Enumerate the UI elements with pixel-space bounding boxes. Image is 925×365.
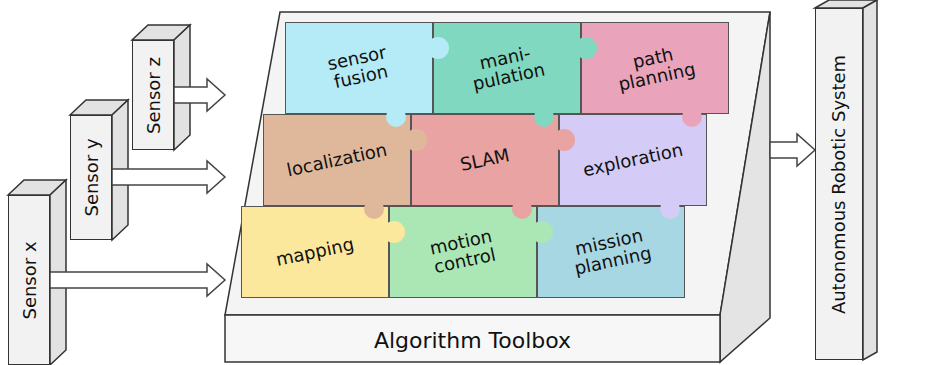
box-label: Sensor x: [19, 241, 40, 319]
algorithm-label: localization: [280, 139, 393, 181]
box-label: Algorithm Toolbox: [374, 328, 571, 353]
block-arrow: [50, 264, 225, 296]
puzzle-knob: [553, 129, 575, 151]
puzzle-piece: mission planning: [537, 206, 685, 298]
block-arrow: [770, 134, 815, 166]
puzzle-knob: [682, 107, 702, 127]
puzzle-knob: [386, 107, 406, 127]
puzzle-piece: mapping: [241, 206, 389, 298]
sensor-box: Sensor x: [8, 195, 50, 365]
puzzle-knob: [427, 37, 449, 59]
box-3d: [8, 0, 877, 365]
puzzle-knob: [383, 221, 405, 243]
puzzle-knob: [575, 37, 597, 59]
sensor-box: Sensor y: [70, 115, 112, 240]
puzzle-piece: sensor fusion: [285, 22, 433, 114]
block-arrow: [174, 79, 225, 111]
puzzle-knob: [534, 107, 554, 127]
puzzle-knob: [364, 199, 384, 219]
algorithm-label: path planning: [596, 38, 713, 98]
sensor-box: Autonomous Robotic System: [815, 8, 863, 360]
puzzle-knob: [660, 199, 680, 219]
puzzle-knob: [405, 129, 427, 151]
puzzle-piece: exploration: [559, 114, 707, 206]
sensor-box: Sensor z: [132, 40, 174, 150]
puzzle-piece: localization: [263, 114, 411, 206]
algorithm-label: sensor fusion: [300, 38, 417, 98]
block-arrow: [112, 161, 225, 193]
puzzle-piece: motion control: [389, 206, 537, 298]
puzzle-piece: path planning: [581, 22, 729, 114]
algorithm-label: mission planning: [552, 222, 669, 282]
toolbox-slab: [225, 12, 770, 362]
puzzle-knob: [531, 221, 553, 243]
box-label: Autonomous Robotic System: [829, 54, 850, 313]
algorithm-label: motion control: [404, 222, 521, 282]
puzzle-piece: mani- pulation: [433, 22, 581, 114]
toolbox-box: Algorithm Toolbox sensor fusion mani- pula…: [225, 10, 770, 362]
puzzle-piece: SLAM: [411, 114, 559, 206]
algorithm-label: mani- pulation: [448, 38, 565, 98]
algorithm-label: mapping: [258, 231, 371, 273]
algorithm-label: exploration: [576, 139, 689, 181]
box-label: Sensor y: [81, 138, 102, 216]
algorithm-label: SLAM: [428, 139, 541, 181]
puzzle-knob: [512, 199, 532, 219]
box-label: Sensor z: [143, 57, 164, 134]
